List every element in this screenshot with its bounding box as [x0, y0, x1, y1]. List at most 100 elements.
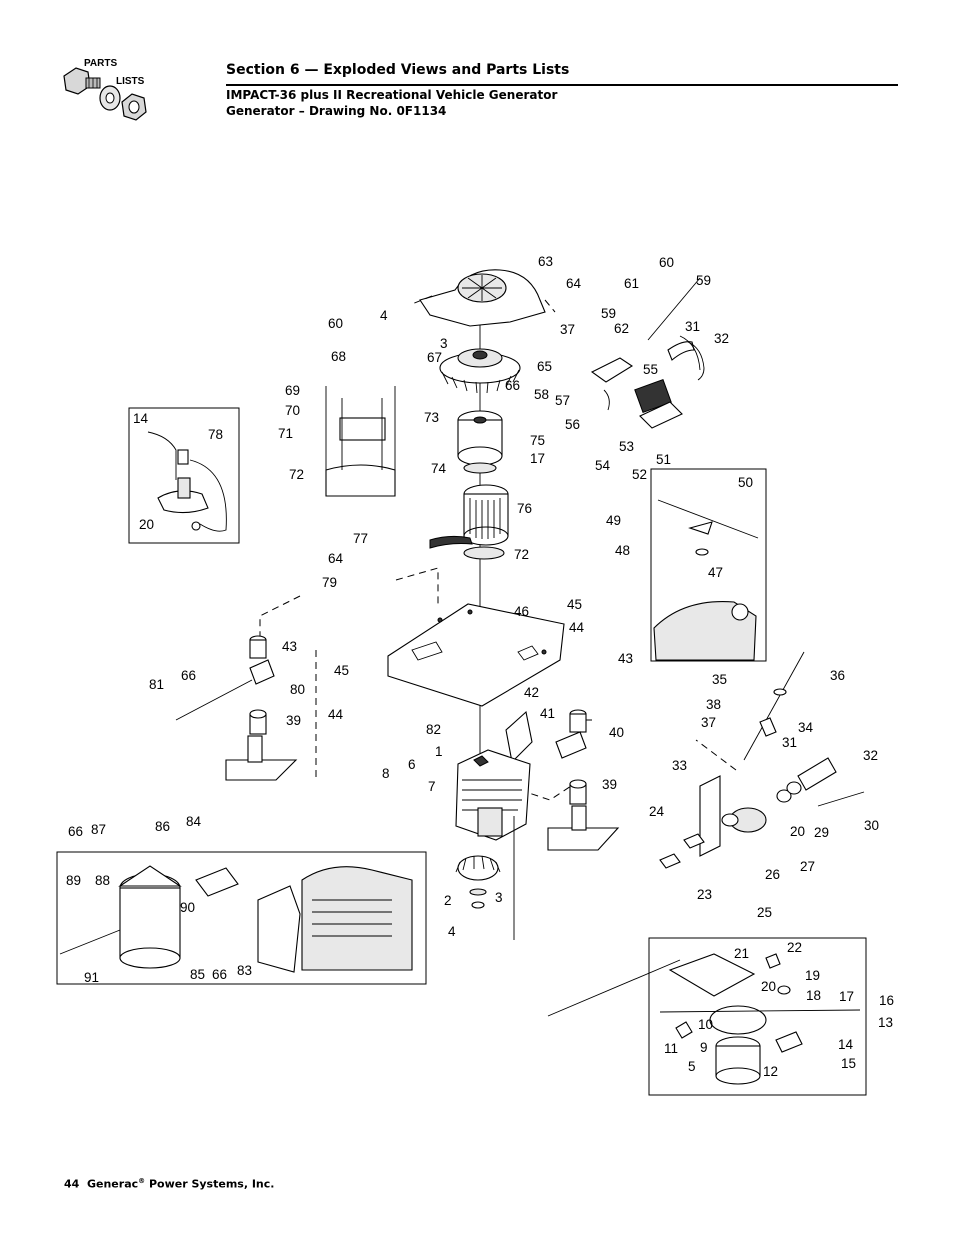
callout-c68: 68	[331, 349, 346, 364]
header-rule	[226, 84, 898, 86]
callout-c3b: 3	[495, 890, 503, 905]
callout-c85: 85	[190, 967, 205, 982]
fan-housing	[419, 269, 546, 327]
callout-c9: 9	[700, 1040, 708, 1055]
callout-c49: 49	[606, 513, 621, 528]
callout-c44a: 44	[569, 620, 585, 635]
nut-icon	[121, 93, 147, 121]
callout-c61: 61	[624, 276, 639, 291]
callout-c36: 36	[830, 668, 845, 683]
callout-c17a: 17	[530, 451, 545, 466]
callout-c59b: 59	[601, 306, 616, 321]
callout-c35: 35	[712, 672, 727, 687]
callout-c1: 1	[435, 744, 443, 759]
callout-c33: 33	[672, 758, 687, 773]
governor-arm	[653, 499, 759, 661]
callout-c64b: 64	[328, 551, 344, 566]
registered-mark: ®	[138, 1177, 146, 1185]
callout-c18: 18	[806, 988, 821, 1003]
callout-c16: 16	[879, 993, 894, 1008]
callout-c40: 40	[609, 725, 624, 740]
choke-link	[647, 277, 701, 341]
rotor-ring	[463, 462, 497, 474]
callout-c52: 52	[632, 467, 647, 482]
callout-c90: 90	[180, 900, 195, 915]
callout-c54: 54	[595, 458, 611, 473]
callout-c59a: 59	[696, 273, 711, 288]
callout-c57: 57	[555, 393, 570, 408]
drawing-subtitle-number: Generator – Drawing No. 0F1134	[226, 104, 447, 118]
callout-c84: 84	[186, 814, 202, 829]
right-engine-mount	[547, 709, 620, 851]
callout-c89: 89	[66, 873, 81, 888]
callout-c86: 86	[155, 819, 170, 834]
callout-c20b: 20	[790, 824, 805, 839]
callout-c73: 73	[424, 410, 439, 425]
callout-c66b: 66	[181, 668, 196, 683]
callout-c6: 6	[408, 757, 416, 772]
callout-c39a: 39	[286, 713, 301, 728]
callout-c72b: 72	[514, 547, 529, 562]
callout-c67: 67	[427, 350, 442, 365]
callout-c69: 69	[285, 383, 300, 398]
callout-c14a: 14	[133, 411, 149, 426]
engine-block	[455, 749, 531, 841]
callout-c20c: 20	[761, 979, 776, 994]
callout-c43a: 43	[282, 639, 297, 654]
callout-c66d: 66	[212, 967, 227, 982]
callout-c29: 29	[814, 825, 829, 840]
callout-c65: 65	[537, 359, 552, 374]
callout-c82: 82	[426, 722, 441, 737]
callout-c51: 51	[656, 452, 671, 467]
parts-lists-logo: PARTS LISTS	[63, 58, 147, 121]
air-filter-housing	[590, 335, 705, 429]
callout-c31b: 31	[782, 735, 797, 750]
inset-box-ignition	[128, 407, 240, 544]
callout-c58: 58	[534, 387, 549, 402]
callout-c83: 83	[237, 963, 252, 978]
callout-c25: 25	[757, 905, 772, 920]
callout-c37b: 37	[701, 715, 716, 730]
callout-c80: 80	[290, 682, 305, 697]
callout-c15: 15	[841, 1056, 856, 1071]
bearing-carrier	[325, 398, 396, 497]
callout-c53: 53	[619, 439, 634, 454]
callout-c38: 38	[706, 697, 721, 712]
callout-c78: 78	[208, 427, 223, 442]
left-engine-mount	[175, 635, 298, 781]
section-title: Section 6 — Exploded Views and Parts Lis…	[226, 62, 570, 78]
callout-c72a: 72	[289, 467, 304, 482]
inset-box-governor	[650, 468, 767, 662]
logo-text-parts: PARTS	[84, 58, 117, 69]
callout-c81: 81	[149, 677, 164, 692]
callout-c8: 8	[382, 766, 390, 781]
callout-c24: 24	[649, 804, 665, 819]
callout-c27: 27	[800, 859, 815, 874]
footer-company: Generac	[86, 1177, 139, 1191]
callout-c77: 77	[353, 531, 368, 546]
callout-c79: 79	[322, 575, 337, 590]
callout-c87: 87	[91, 822, 106, 837]
callout-c45b: 45	[334, 663, 349, 678]
callout-c23: 23	[697, 887, 712, 902]
callout-c60a: 60	[659, 255, 674, 270]
callout-c88: 88	[95, 873, 110, 888]
callout-c42: 42	[524, 685, 539, 700]
callout-c3a: 3	[440, 336, 448, 351]
washer-icon	[99, 85, 121, 111]
callout-c31a: 31	[685, 319, 700, 334]
callout-c17b: 17	[839, 989, 854, 1004]
callout-c4a: 4	[380, 308, 388, 323]
callout-c5: 5	[688, 1059, 696, 1074]
callout-c44b: 44	[328, 707, 344, 722]
bolt-icon	[63, 67, 101, 95]
callout-c66c: 66	[68, 824, 83, 839]
callout-c22: 22	[787, 940, 802, 955]
callout-c91: 91	[84, 970, 99, 985]
callout-c19: 19	[805, 968, 820, 983]
logo-text-lists: LISTS	[116, 76, 145, 87]
callout-c76: 76	[517, 501, 532, 516]
page-footer: 44 Generac® Power Systems, Inc.	[64, 1177, 274, 1191]
